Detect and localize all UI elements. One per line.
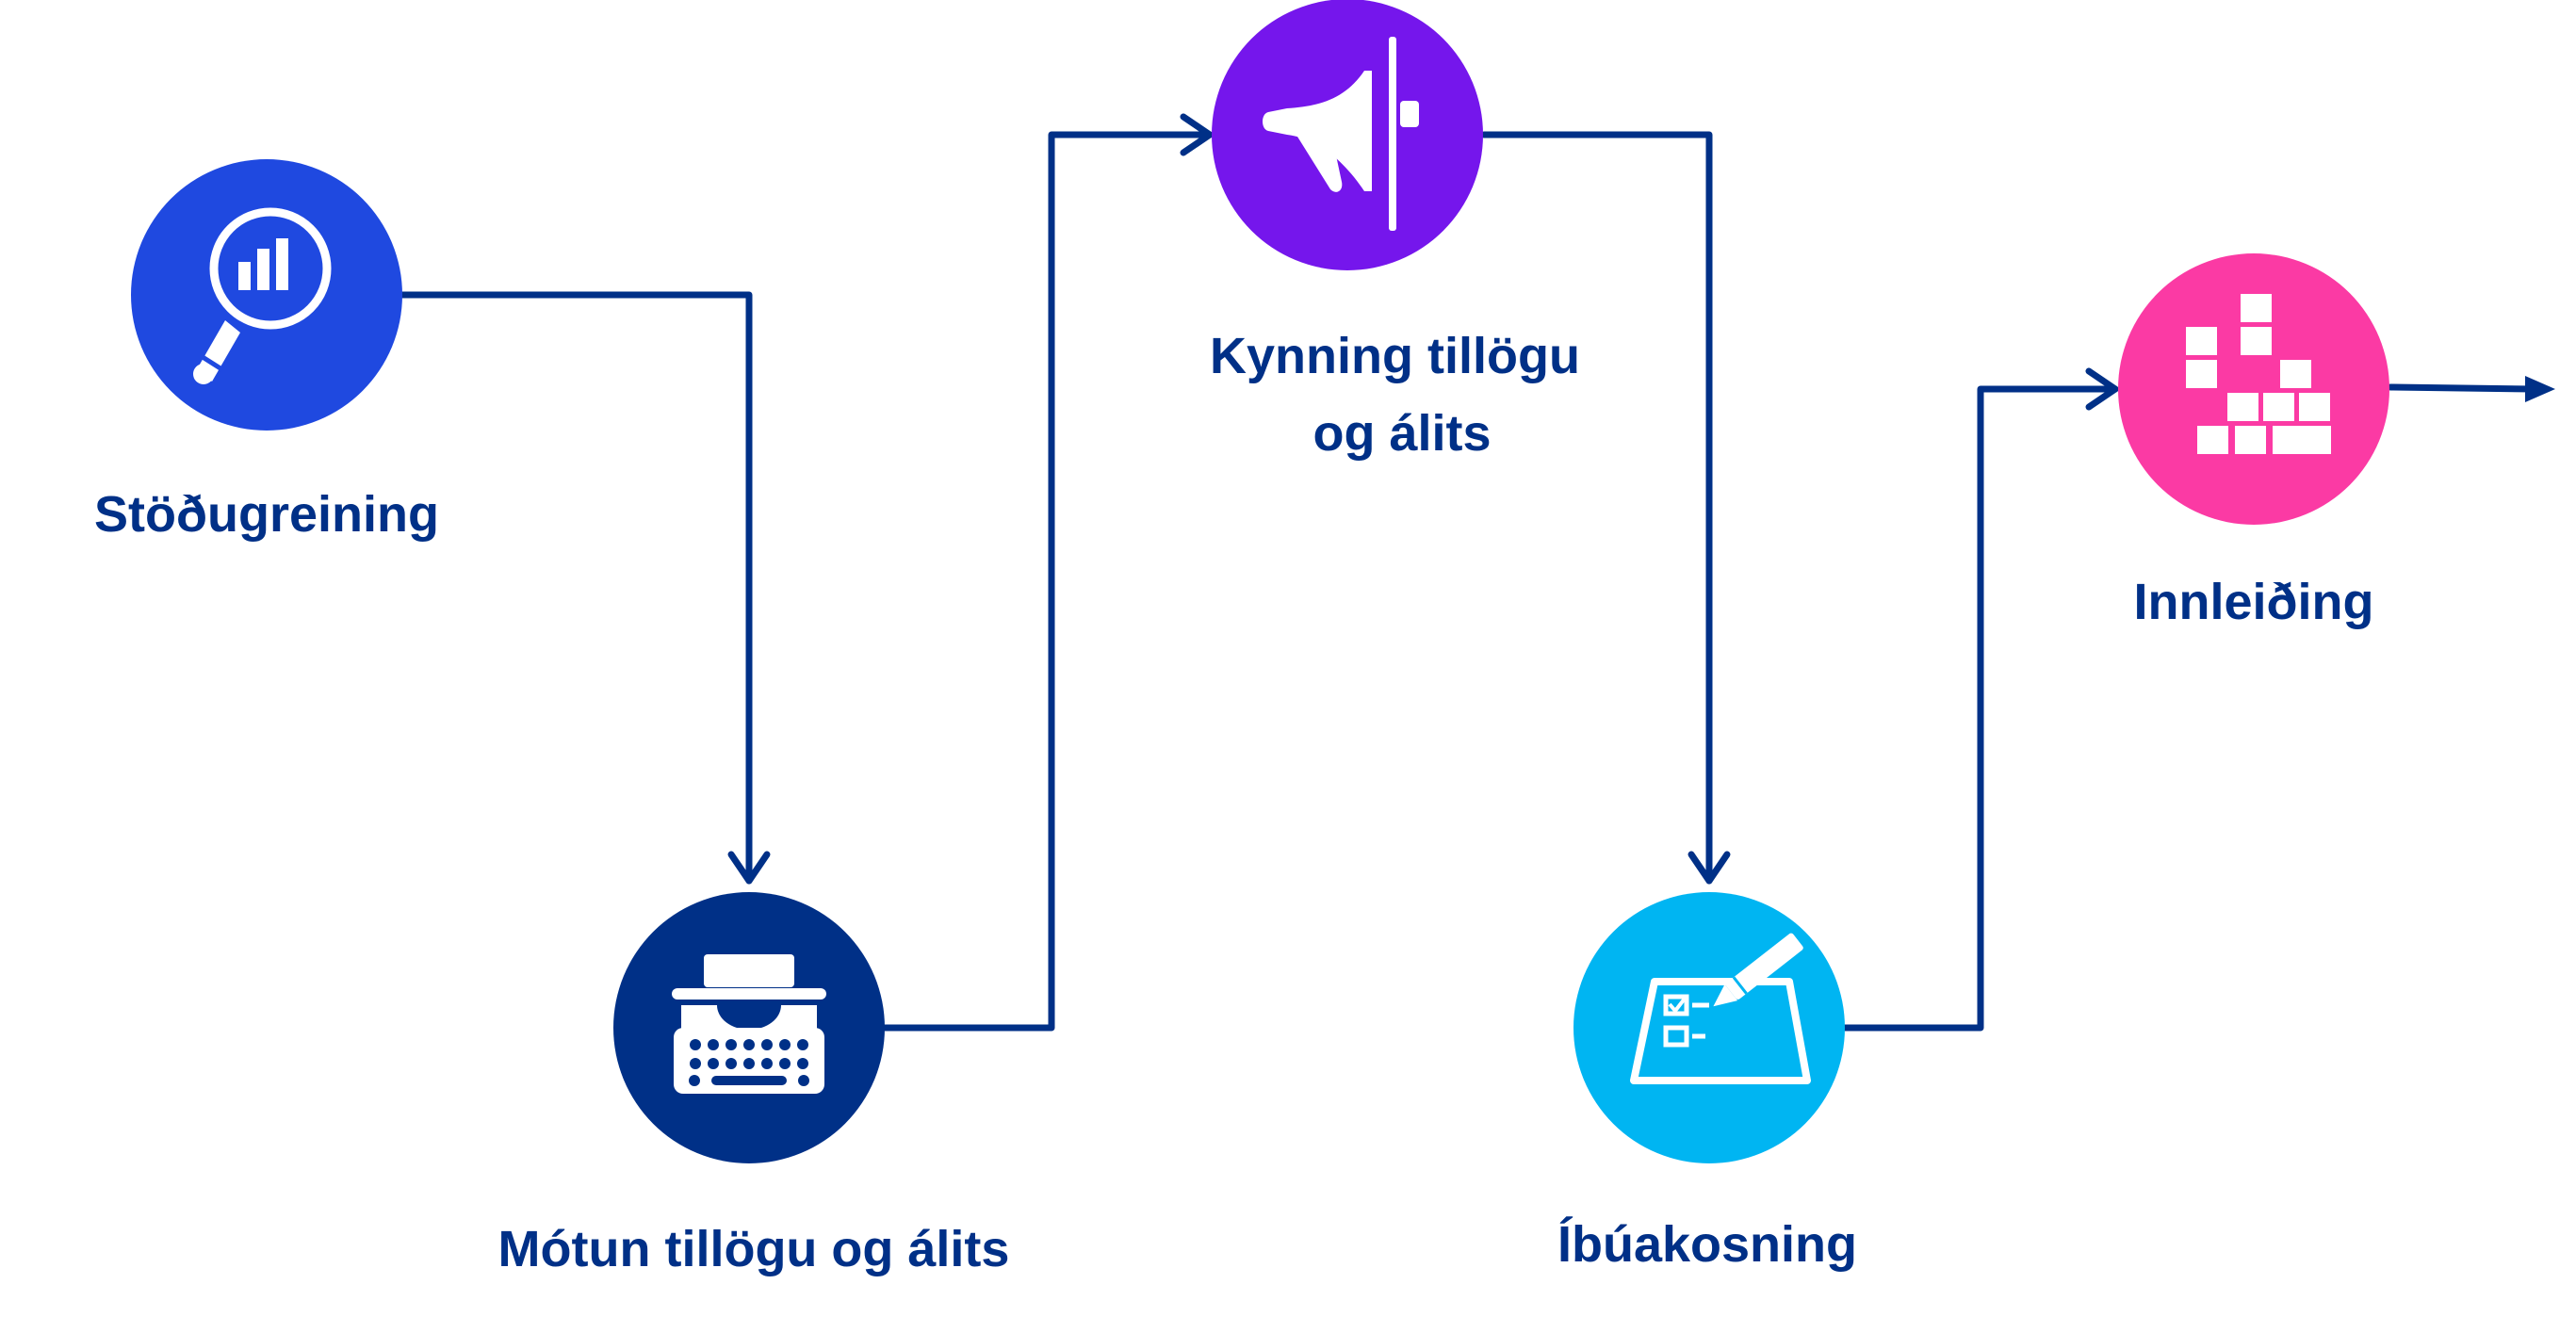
blocks-icon bbox=[2186, 294, 2331, 454]
step-motun: Mótun tillögu og álits bbox=[498, 892, 1010, 1277]
ballot-pencil-icon bbox=[1630, 933, 1811, 1084]
connectors bbox=[399, 113, 2538, 1032]
arrowhead-step3 bbox=[1180, 113, 1214, 156]
step-label-ibuakosning: Íbúakosning bbox=[1557, 1216, 1857, 1273]
megaphone-icon bbox=[1263, 37, 1419, 231]
step-label-motun: Mótun tillögu og álits bbox=[498, 1221, 1010, 1277]
step-kynning: Kynning tillögu og álits bbox=[1210, 0, 1594, 462]
step-label-innleiding: Innleiðing bbox=[2134, 574, 2374, 630]
arrowhead-step2 bbox=[727, 851, 771, 885]
connector-step2-to-step3 bbox=[879, 131, 1214, 1032]
connector-step1-to-step2 bbox=[399, 291, 753, 885]
step-label-line: Íbúakosning bbox=[1557, 1216, 1857, 1273]
arrowhead-out bbox=[2525, 376, 2555, 402]
step-label-kynning: Kynning tillögu og álits bbox=[1210, 328, 1594, 462]
step-innleiding: Innleiðing bbox=[2118, 253, 2389, 630]
step-label-stodugreining: Stöðugreining bbox=[94, 486, 439, 543]
step-label-line: Stöðugreining bbox=[94, 486, 439, 543]
step-label-line: Innleiðing bbox=[2134, 574, 2374, 630]
step-circle-ibuakosning bbox=[1573, 892, 1845, 1163]
step-label-line: Kynning tillögu bbox=[1210, 328, 1580, 384]
arrowhead-step4 bbox=[1687, 851, 1731, 885]
typewriter-icon bbox=[672, 954, 826, 1094]
connector-step5-out bbox=[2387, 383, 2538, 393]
step-label-line: Mótun tillögu og álits bbox=[498, 1221, 1010, 1277]
step-stodugreining: Stöðugreining bbox=[94, 159, 439, 543]
connector-step3-to-step4 bbox=[1480, 131, 1713, 885]
step-circle-innleiding bbox=[2118, 253, 2389, 525]
connector-step4-to-step5 bbox=[1840, 385, 2119, 1032]
step-circle-stodugreining bbox=[131, 159, 402, 431]
step-label-line: og álits bbox=[1312, 405, 1491, 462]
arrowhead-step5 bbox=[2085, 367, 2119, 411]
step-ibuakosning: Íbúakosning bbox=[1557, 892, 1857, 1273]
magnifier-chart-icon bbox=[193, 207, 332, 384]
